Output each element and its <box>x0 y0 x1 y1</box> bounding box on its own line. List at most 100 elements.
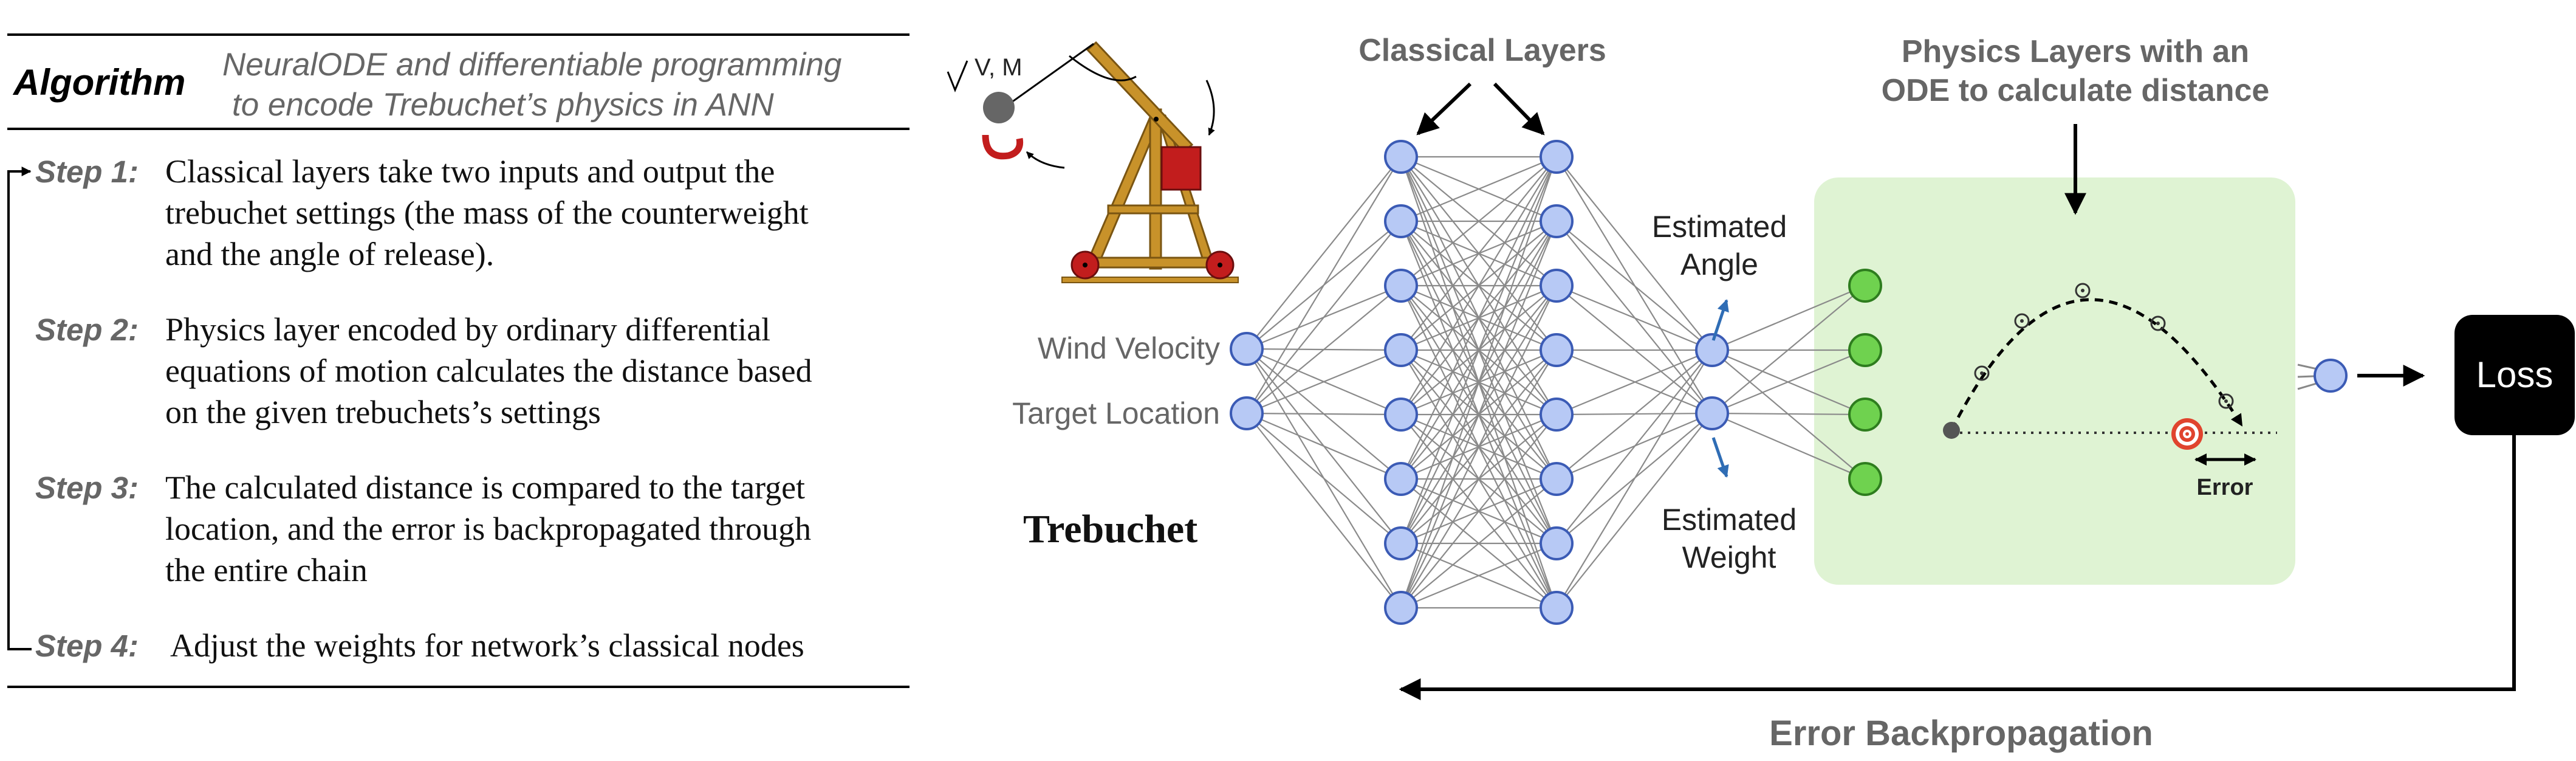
algorithm-subtitle-line1: NeuralODE and differentiable programming <box>222 47 842 83</box>
classical-arrow-left <box>1416 82 1472 136</box>
network-edge <box>1400 285 1557 608</box>
network-edge <box>1400 156 1557 415</box>
vm-label: V, M <box>975 54 1023 81</box>
network-edge <box>1556 413 1713 608</box>
estimated-weight-line2: Weight <box>1682 540 1776 574</box>
hidden-node-layer2 <box>1540 591 1574 625</box>
trebuchet-motion-arrow-left <box>1026 151 1065 169</box>
trebuchet-angle-arc <box>1069 55 1137 81</box>
step-text-line: on the given trebuchets’s settings <box>165 394 601 430</box>
hidden-node-layer1 <box>1384 398 1418 432</box>
network-edge <box>1246 349 1402 415</box>
trajectory-point-dot <box>2224 399 2228 403</box>
network-edge <box>1400 156 1558 608</box>
backprop-arrow <box>1399 435 2516 700</box>
step-label: Step 4: <box>35 628 139 663</box>
physics-node <box>1848 462 1882 496</box>
trajectory-point-dot <box>2081 289 2084 292</box>
estimated-angle-line2: Angle <box>1680 247 1758 281</box>
launch-point <box>1943 422 1960 439</box>
step-text-line: equations of motion calculates the dista… <box>165 353 812 389</box>
hidden-node-layer2 <box>1540 333 1574 367</box>
algorithm-title: Algorithm <box>12 62 185 103</box>
network-edge <box>1246 285 1402 414</box>
physics-node <box>1848 333 1882 367</box>
hidden-node-layer1 <box>1384 591 1418 625</box>
hidden-node-layer1 <box>1384 333 1418 367</box>
step-label: Step 2: <box>35 312 139 347</box>
classical-arrow-right <box>1493 82 1545 136</box>
physics-label-line2: ODE to calculate distance <box>1882 73 2270 108</box>
step-text-line: Classical layers take two inputs and out… <box>165 153 775 190</box>
network-edge <box>1711 349 1866 415</box>
network-edge <box>1400 156 1557 351</box>
algorithm-subtitle-line2: to encode Trebuchet’s physics in ANN <box>232 87 774 123</box>
algorithm-panel: Algorithm NeuralODE and differentiable p… <box>7 33 909 688</box>
input-node <box>1230 332 1264 366</box>
trajectory-point-dot <box>1980 371 1984 375</box>
network-edge <box>1711 285 1866 414</box>
estimated-weight-arrow <box>1711 437 1729 478</box>
network-edge <box>1400 221 1558 608</box>
trebuchet-base <box>1075 257 1230 269</box>
network-edge <box>1246 413 1402 544</box>
step-text-line: Physics layer encoded by ordinary differ… <box>165 311 770 348</box>
network-edge <box>1400 156 1557 480</box>
trajectory-point <box>2218 393 2234 409</box>
hidden-node-layer1 <box>1384 140 1418 174</box>
network-edge <box>1711 284 1866 351</box>
network-edge <box>1556 284 1713 351</box>
network-edge <box>1246 156 1402 350</box>
loss-label: Loss <box>2476 354 2554 395</box>
physics-node <box>1848 398 1882 432</box>
input-label-wind-velocity: Wind Velocity <box>1038 331 1220 365</box>
trebuchet-icon: V, M <box>947 41 1239 283</box>
network-edge <box>1246 413 1402 608</box>
hidden-node-layer2 <box>1540 140 1574 174</box>
step-text-line: The calculated distance is compared to t… <box>165 469 805 506</box>
hidden-node-layer2 <box>1540 269 1574 303</box>
step-text-line: and the angle of release). <box>165 236 494 272</box>
network-edge <box>1711 412 1866 416</box>
loop-arrow <box>7 167 32 650</box>
hidden-node-layer1 <box>1384 204 1418 238</box>
network-edges <box>1246 156 1866 609</box>
network-edge <box>1400 542 1557 609</box>
network-edge <box>1246 412 1402 480</box>
trajectory: Error <box>1943 283 2277 500</box>
hidden-node-layer2 <box>1540 398 1574 432</box>
hidden-node-layer1 <box>1384 526 1418 560</box>
trebuchet-motion-arrow-right <box>1205 80 1215 136</box>
physics-label-line1: Physics Layers with an <box>1902 34 2249 69</box>
network-edge <box>1556 349 1713 416</box>
loss-box <box>2454 315 2575 435</box>
network-edge <box>1400 156 1558 544</box>
steps-list: Step 1: Classical layers take two inputs … <box>35 153 812 664</box>
trebuchet-arm <box>1086 41 1194 154</box>
step-text-line: location, and the error is backpropagate… <box>165 511 811 547</box>
trebuchet-hook <box>982 134 1024 160</box>
backprop-label: Error Backpropagation <box>1769 714 2153 753</box>
trebuchet-release-tick <box>947 60 968 92</box>
trajectory-point-dot <box>2020 319 2024 323</box>
network-edge <box>1556 350 1713 480</box>
estimate-node <box>1695 396 1729 430</box>
network-edge <box>1246 412 1402 416</box>
trebuchet-crossbar <box>1107 204 1199 215</box>
hidden-node-layer1 <box>1384 269 1418 303</box>
step-label: Step 3: <box>35 470 139 505</box>
projectile-icon <box>983 92 1015 123</box>
step-text-line: trebuchet settings (the mass of the coun… <box>165 195 809 231</box>
network-edge <box>1556 350 1713 608</box>
step-text-line: the entire chain <box>165 552 368 588</box>
error-label: Error <box>2197 475 2253 500</box>
input-label-target-location: Target Location <box>1012 396 1220 430</box>
trebuchet-ground <box>1061 277 1239 283</box>
trajectory-path <box>1950 298 2244 432</box>
step-label: Step 1: <box>35 154 139 189</box>
network-edge <box>1556 156 1713 351</box>
trebuchet-label: Trebuchet <box>1023 507 1197 551</box>
physics-node <box>1848 269 1882 303</box>
